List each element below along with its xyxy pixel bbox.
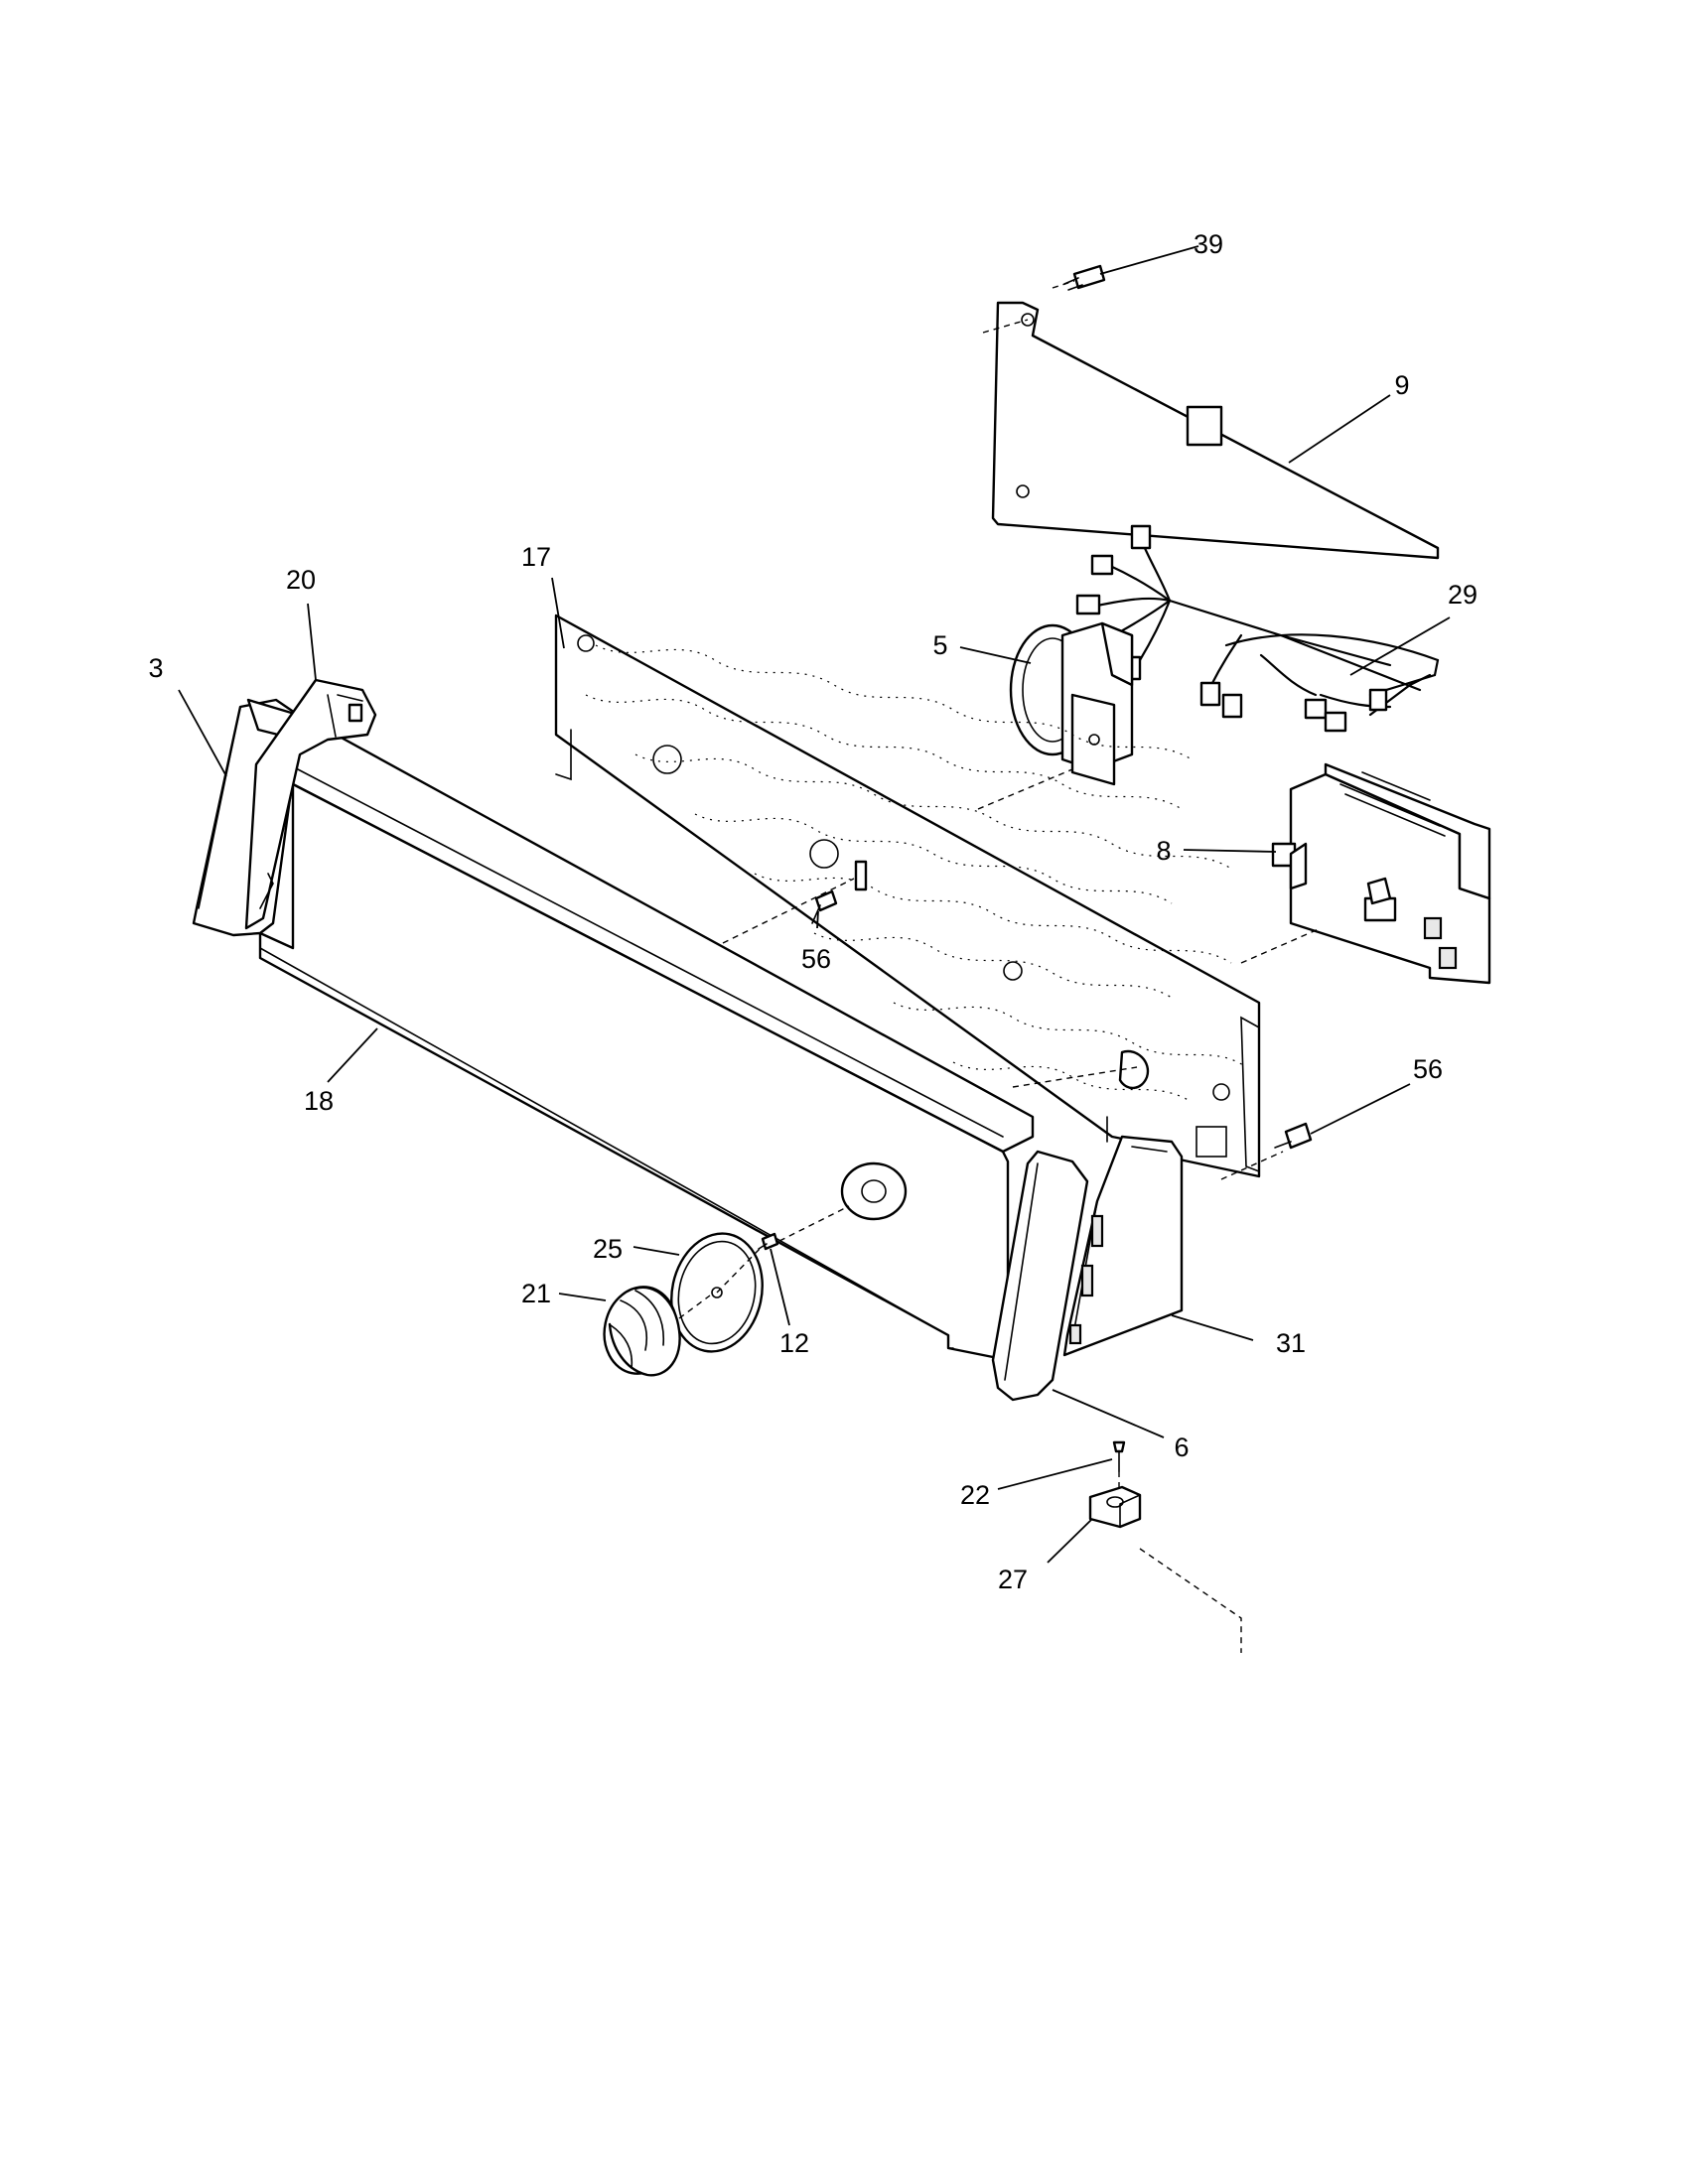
part-6-right-end-cap[interactable] <box>991 1150 1089 1402</box>
part-56-screw-upper[interactable] <box>811 889 838 924</box>
callout-27: 27 <box>998 1565 1028 1594</box>
callout-17: 17 <box>521 542 551 572</box>
part-21-knob[interactable] <box>597 1280 711 1380</box>
callout-8: 8 <box>1156 836 1171 866</box>
part-29-wire-harness[interactable] <box>1075 524 1451 733</box>
callout-31: 31 <box>1276 1328 1306 1358</box>
part-9-mounting-plate[interactable] <box>982 301 1440 560</box>
part-8-timer[interactable] <box>1240 762 1491 985</box>
callout-18: 18 <box>304 1086 334 1116</box>
part-5-motor[interactable] <box>977 621 1134 810</box>
callout-3: 3 <box>148 653 163 683</box>
part-25-dial-skirt[interactable] <box>661 1225 774 1360</box>
callout-6: 6 <box>1174 1433 1189 1462</box>
part-27-clip[interactable] <box>1088 1485 1242 1653</box>
callout-22: 22 <box>960 1480 990 1510</box>
part-12-set-screw[interactable] <box>758 1232 779 1251</box>
callout-56-lower: 56 <box>1413 1054 1443 1084</box>
callout-21: 21 <box>521 1279 551 1308</box>
leader-lines <box>178 245 1411 1564</box>
callout-25: 25 <box>593 1234 623 1264</box>
part-31-right-bracket[interactable] <box>1062 1135 1184 1357</box>
callout-29: 29 <box>1448 580 1477 610</box>
callout-9: 9 <box>1394 370 1409 400</box>
part-39-screw[interactable] <box>1052 264 1106 291</box>
callout-12: 12 <box>779 1328 809 1358</box>
callout-20: 20 <box>286 565 316 595</box>
part-17-panel-plate[interactable] <box>554 614 1261 1178</box>
part-56-screw-lower[interactable] <box>1220 1122 1313 1180</box>
callout-labels: 39 9 17 20 3 5 29 8 56 18 56 25 21 12 31… <box>148 229 1477 1594</box>
callout-39: 39 <box>1194 229 1223 259</box>
callout-5: 5 <box>932 630 947 660</box>
part-22-screw[interactable] <box>1112 1440 1126 1489</box>
part-20-left-bracket[interactable] <box>244 678 377 930</box>
part-18-console-panel[interactable] <box>258 723 1035 1362</box>
callout-56-upper: 56 <box>801 944 831 974</box>
